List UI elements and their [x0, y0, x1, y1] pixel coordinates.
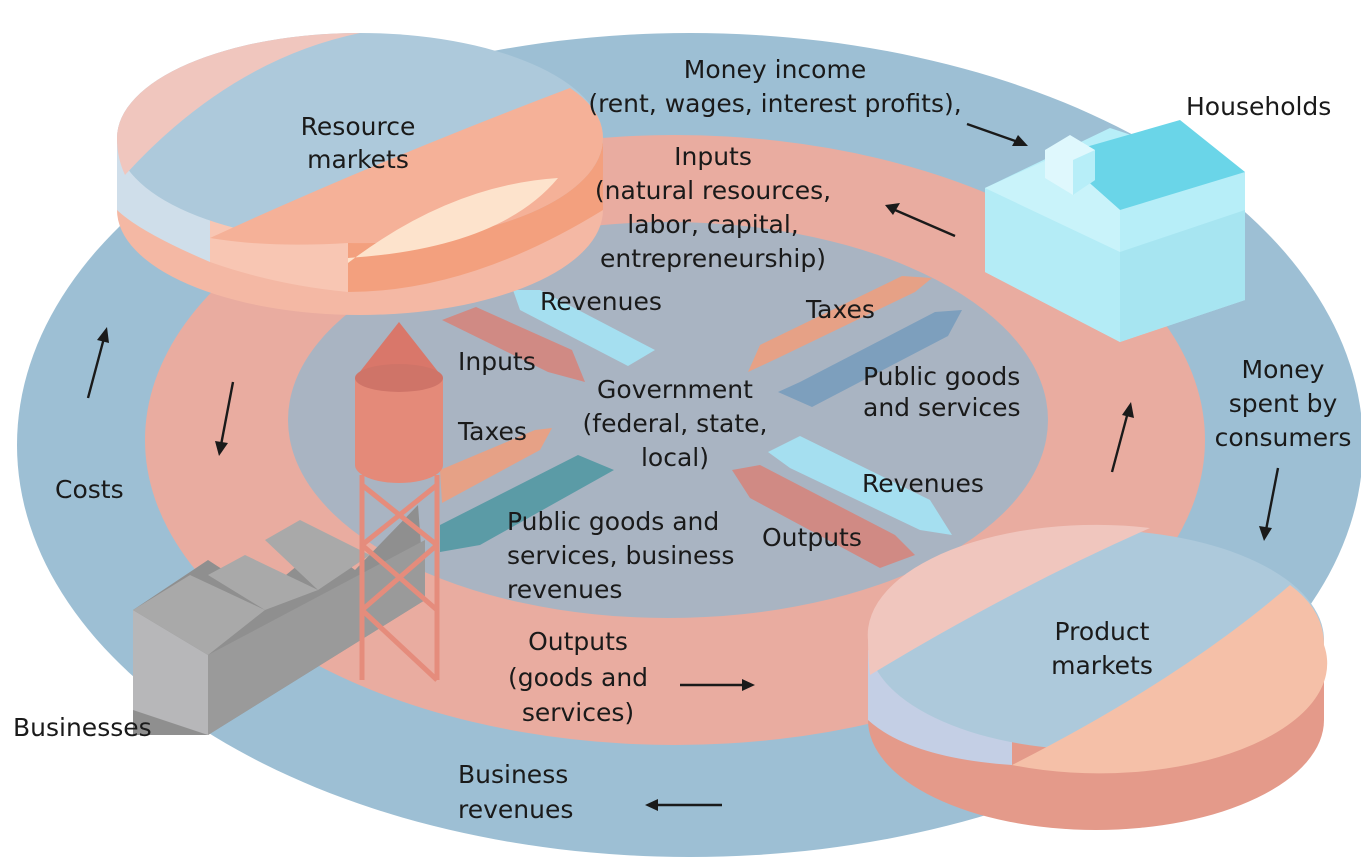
inputs-top-label-2: (natural resources,: [595, 176, 831, 205]
taxes-left-label: Taxes: [457, 417, 527, 446]
product-markets-label-1: Product: [1055, 617, 1150, 646]
house-icon: [985, 120, 1245, 342]
inputs-top-label-4: entrepreneurship): [600, 244, 826, 273]
resource-markets-pie: [117, 33, 604, 315]
band-public-goods-right: [778, 310, 962, 407]
revenues-right-label: Revenues: [862, 469, 984, 498]
public-goods-right-label-1: Public goods: [863, 362, 1020, 391]
public-goods-business-label-2: services, business: [507, 541, 734, 570]
taxes-right-label: Taxes: [805, 295, 875, 324]
businesses-label: Businesses: [13, 713, 152, 742]
resource-markets-label-2: markets: [307, 145, 409, 174]
government-label-1: Government: [597, 375, 753, 404]
outputs-bottom-label-1: Outputs: [528, 627, 628, 656]
inputs-left-label: Inputs: [458, 347, 536, 376]
band-taxes-right: [748, 276, 932, 372]
band-revenues-top: [513, 290, 655, 366]
revenues-top-label: Revenues: [540, 287, 662, 316]
costs-label: Costs: [55, 475, 124, 504]
resource-markets-label-1: Resource: [301, 112, 416, 141]
band-taxes-left: [440, 428, 552, 503]
water-tower-icon: [355, 322, 443, 682]
money-income-label-2: (rent, wages, interest profits),: [588, 89, 961, 118]
band-outputs-right: [732, 465, 915, 568]
public-goods-right-label-2: and services: [863, 393, 1021, 422]
business-revenues-label-1: Business: [458, 760, 568, 789]
inputs-top-label-1: Inputs: [674, 142, 752, 171]
band-inputs-left: [442, 307, 585, 382]
money-spent-label-2: spent by: [1229, 389, 1338, 418]
public-goods-business-label-3: revenues: [507, 575, 622, 604]
band-public-goods-business: [440, 455, 614, 552]
business-revenues-label-2: revenues: [458, 795, 573, 824]
inputs-top-label-3: labor, capital,: [627, 210, 799, 239]
outputs-right-label: Outputs: [762, 523, 862, 552]
product-markets-label-2: markets: [1051, 651, 1153, 680]
government-label-3: local): [641, 443, 709, 472]
product-markets-pie: [867, 524, 1328, 830]
outputs-bottom-label-2: (goods and: [508, 663, 648, 692]
flow-arrows: [86, 122, 1280, 811]
factory-icon: [133, 505, 425, 735]
government-label-2: (federal, state,: [583, 409, 768, 438]
public-goods-business-label-1: Public goods and: [507, 507, 719, 536]
band-revenues-right: [768, 436, 952, 535]
money-income-label-1: Money income: [684, 55, 866, 84]
money-spent-label-3: consumers: [1215, 423, 1352, 452]
outputs-bottom-label-3: services): [522, 698, 634, 727]
households-label: Households: [1186, 92, 1331, 121]
money-spent-label-1: Money: [1242, 355, 1325, 384]
